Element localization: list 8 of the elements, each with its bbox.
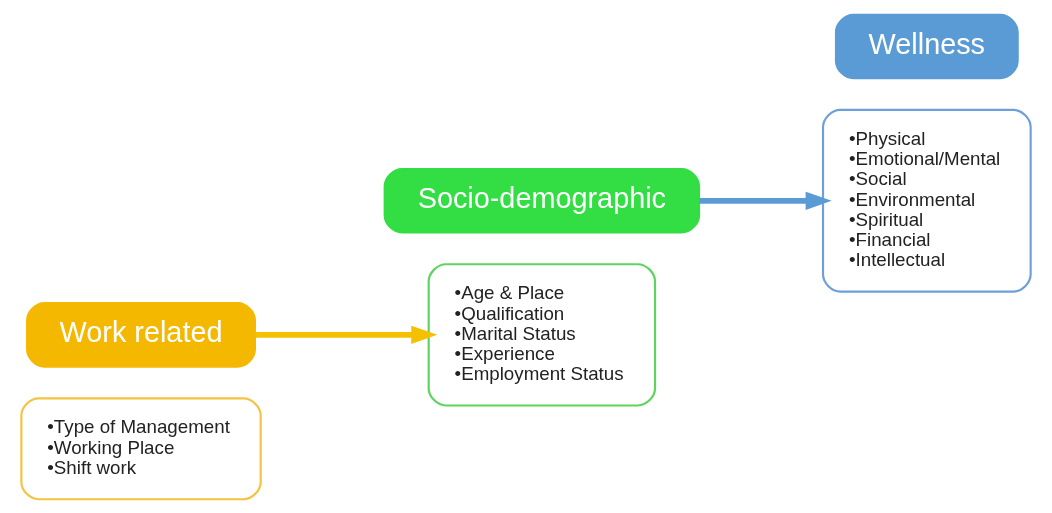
node-box: Socio-demographic [383, 167, 701, 234]
node-box: •Type of Management •Working Place •Shift work [20, 396, 262, 500]
node-box: •Age & Place •Qualification •Marital Status •Experience •Employment Status [427, 262, 657, 407]
node-box: Work related [26, 301, 256, 368]
arrow [255, 325, 438, 344]
node-box: Wellness [834, 13, 1019, 79]
node-box: •Physical •Emotional/Mental •Social •Environmental •Spiritual •Financial •Intellectual [821, 108, 1032, 293]
arrow [699, 191, 832, 210]
